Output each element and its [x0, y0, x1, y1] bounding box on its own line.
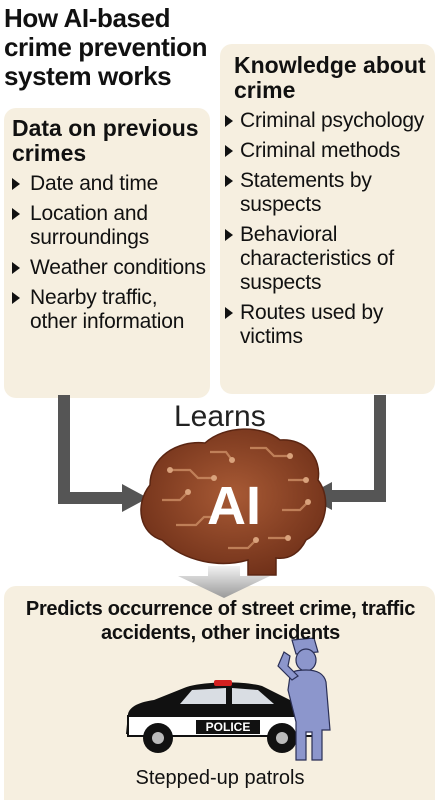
- knowledge-list-item: Criminal methods: [220, 139, 435, 163]
- triangle-bullet-icon: [12, 208, 20, 220]
- page-title: How AI-based crime prevention system wor…: [4, 3, 208, 91]
- data-list-item: Date and time: [4, 172, 210, 196]
- left-flow-arrow: [58, 395, 148, 512]
- triangle-bullet-icon: [225, 307, 233, 319]
- patrols-label: Stepped-up patrols: [135, 767, 305, 789]
- knowledge-list: Criminal psychology Criminal methods Sta…: [220, 109, 435, 349]
- prediction-text: Predicts occurrence of street crime, tra…: [25, 598, 416, 644]
- triangle-bullet-icon: [225, 145, 233, 157]
- knowledge-list-item: Criminal psychology: [220, 109, 435, 133]
- triangle-bullet-icon: [12, 292, 20, 304]
- police-label: POLICE: [206, 720, 251, 734]
- knowledge-list-item: Statements by suspects: [220, 169, 435, 217]
- triangle-bullet-icon: [12, 178, 20, 190]
- triangle-bullet-icon: [225, 115, 233, 127]
- knowledge-about-crime-box: Knowledge about crime Criminal psycholog…: [220, 44, 435, 394]
- data-on-previous-crimes-box: Data on previous crimes Date and time Lo…: [4, 108, 210, 398]
- triangle-bullet-icon: [225, 229, 233, 241]
- learns-label: Learns: [174, 400, 266, 433]
- knowledge-list-item: Routes used by victims: [220, 301, 435, 349]
- ai-brain-icon: AI: [140, 428, 327, 576]
- police-officer-icon: [277, 637, 331, 761]
- data-list-item: Nearby traffic, other information: [4, 286, 210, 334]
- police-car-icon: POLICE: [126, 680, 318, 753]
- triangle-bullet-icon: [225, 175, 233, 187]
- data-list-item: Location and surroundings: [4, 202, 210, 250]
- data-box-title: Data on previous crimes: [12, 115, 199, 166]
- knowledge-list-item: Behavioral characteristics of suspects: [220, 223, 435, 295]
- knowledge-box-title: Knowledge about crime: [234, 52, 426, 103]
- triangle-bullet-icon: [12, 262, 20, 274]
- ai-label: AI: [207, 476, 261, 536]
- down-arrow-icon: [178, 566, 270, 598]
- data-list-item: Weather conditions: [4, 256, 210, 280]
- data-list: Date and time Location and surroundings …: [4, 172, 210, 334]
